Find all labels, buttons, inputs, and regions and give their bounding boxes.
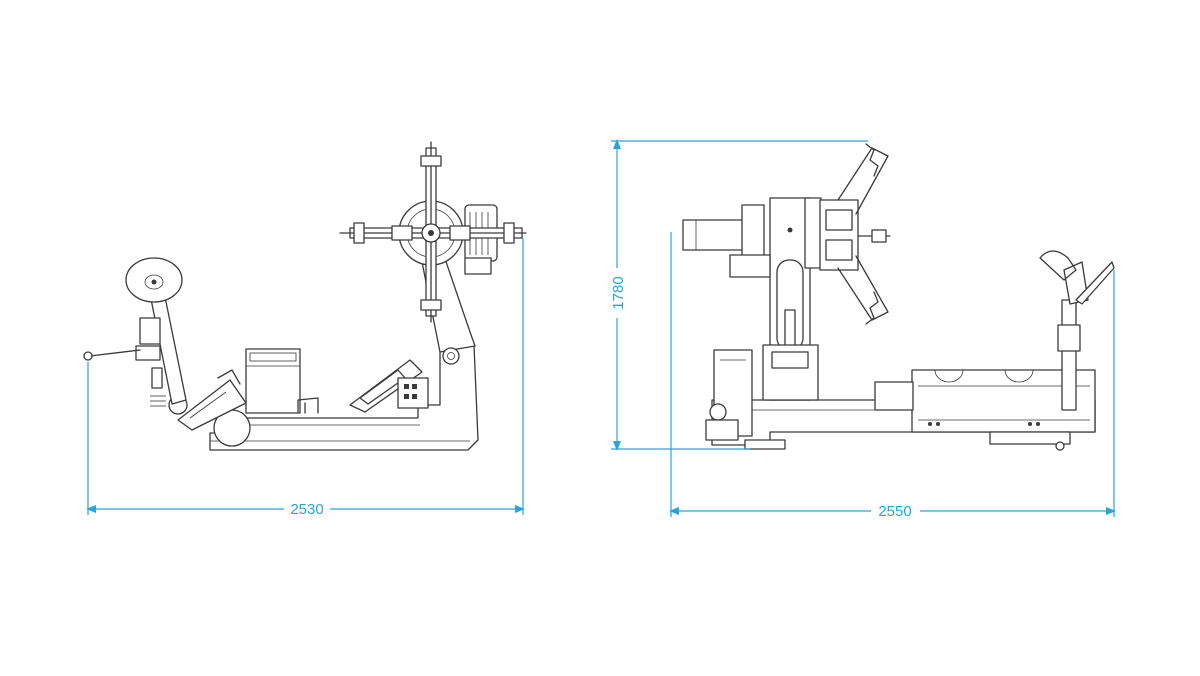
left-view-side-elevation [83, 141, 527, 451]
dimension-right-height: 1780 [610, 139, 868, 451]
dimension-left-width: 2530 [86, 238, 525, 518]
dimension-label-2530: 2530 [290, 501, 323, 518]
dimension-label-1780: 1780 [610, 276, 627, 309]
right-view-front-elevation [682, 143, 1115, 451]
dimension-right-width: 2550 [669, 232, 1116, 520]
dimension-label-2550: 2550 [878, 503, 911, 520]
